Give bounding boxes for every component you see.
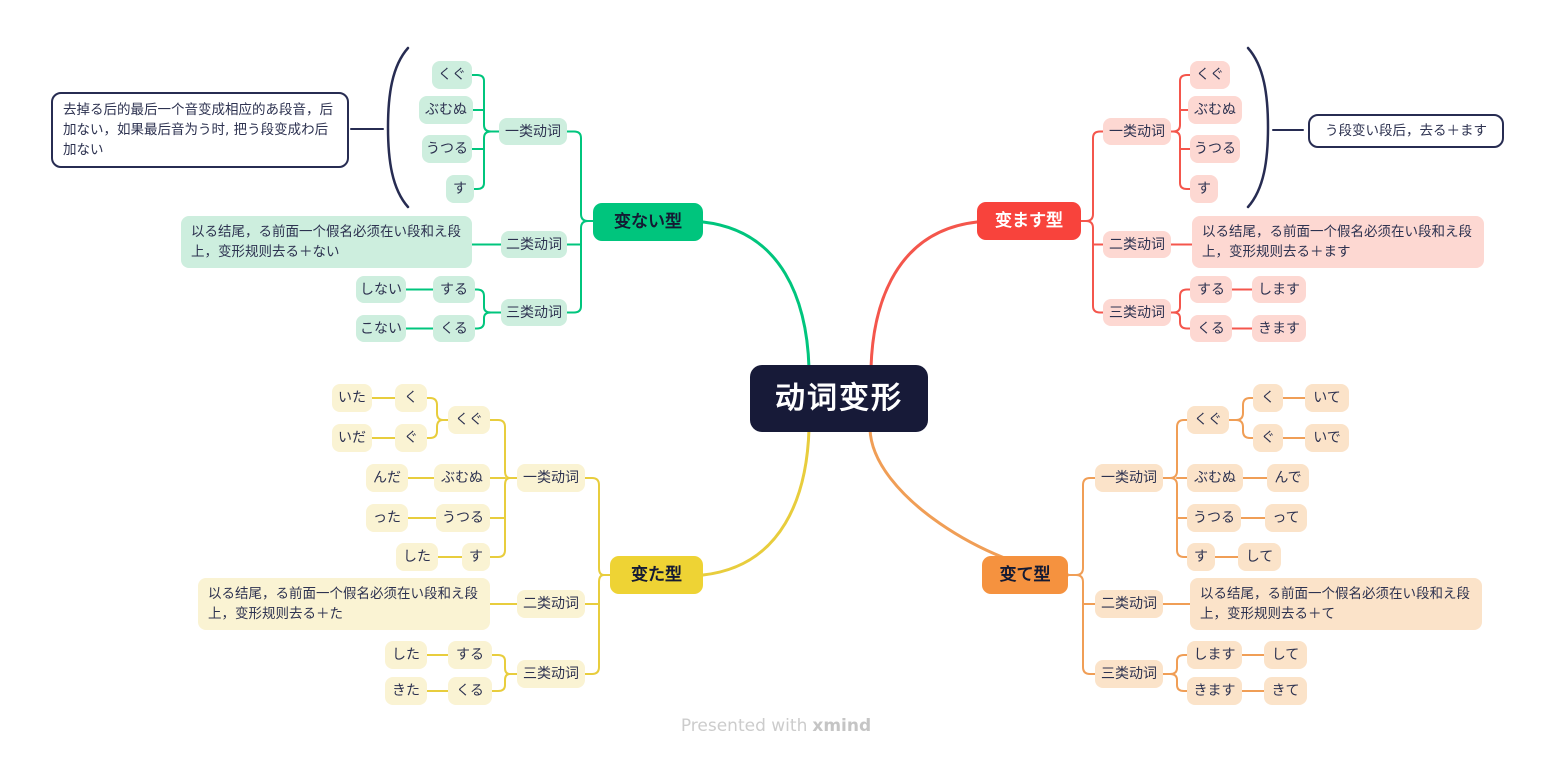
- topic-nai-suru[interactable]: する: [433, 276, 475, 303]
- topic-te-utsuru[interactable]: うつる: [1187, 504, 1241, 532]
- branch-ta-connectors: [371, 397, 811, 692]
- topic-te-kite[interactable]: きて: [1264, 677, 1307, 705]
- branch-nai-connectors: [405, 74, 811, 370]
- topic-ta-type2[interactable]: 二类动词: [517, 590, 585, 618]
- central-topic[interactable]: 动词变形: [750, 365, 928, 432]
- topic-te-kimasu[interactable]: きます: [1187, 677, 1242, 705]
- topic-nai-type1[interactable]: 一类动词: [499, 118, 567, 145]
- topic-ta-kugu[interactable]: くぐ: [448, 406, 490, 434]
- topic-masu-suru[interactable]: する: [1190, 276, 1232, 303]
- topic-nai-ending-kugu[interactable]: くぐ: [432, 61, 472, 89]
- topic-ta-ida[interactable]: いだ: [332, 424, 372, 452]
- topic-masu-ending-kugu[interactable]: くぐ: [1190, 61, 1230, 89]
- topic-ta-gu[interactable]: ぐ: [395, 424, 427, 452]
- topic-te-main[interactable]: 变て型: [982, 556, 1068, 594]
- topic-te-type2[interactable]: 二类动词: [1095, 590, 1163, 618]
- topic-te-ide[interactable]: いで: [1305, 424, 1349, 452]
- topic-masu-type3[interactable]: 三类动词: [1103, 299, 1171, 326]
- topic-ta-tta[interactable]: った: [366, 504, 408, 532]
- topic-nai-type2[interactable]: 二类动词: [501, 231, 567, 258]
- topic-ta-utsuru[interactable]: うつる: [436, 504, 490, 532]
- topic-ta-kita[interactable]: きた: [385, 677, 427, 705]
- topic-nai-main[interactable]: 变ない型: [593, 203, 703, 241]
- topic-te-type3[interactable]: 三类动词: [1095, 660, 1163, 688]
- topic-masu-shimasu[interactable]: します: [1252, 276, 1306, 303]
- topic-masu-kuru[interactable]: くる: [1190, 315, 1232, 342]
- rule-nai-type2[interactable]: 以る结尾，る前面一个假名必须在い段和え段上，变形规则去る＋ない: [181, 216, 472, 268]
- boundary-braces: [350, 46, 1304, 209]
- rule-masu-type2[interactable]: 以る结尾，る前面一个假名必须在い段和え段上，变形规则去る＋ます: [1192, 216, 1484, 268]
- watermark-text: Presented with: [680, 716, 808, 736]
- topic-ta-suru[interactable]: する: [448, 641, 492, 669]
- topic-masu-ending-utsuru[interactable]: うつる: [1190, 135, 1240, 163]
- topic-te-shimasu[interactable]: します: [1187, 641, 1242, 669]
- topic-te-kugu[interactable]: くぐ: [1187, 406, 1229, 434]
- topic-te-tte[interactable]: って: [1265, 504, 1307, 532]
- topic-ta-nda[interactable]: んだ: [366, 464, 408, 492]
- topic-masu-kimasu[interactable]: きます: [1252, 315, 1306, 342]
- topic-ta-shita[interactable]: した: [396, 543, 438, 571]
- topic-nai-ending-su[interactable]: す: [446, 175, 474, 203]
- topic-te-nde[interactable]: んで: [1267, 464, 1309, 492]
- topic-ta-bumunu[interactable]: ぶむぬ: [434, 464, 490, 492]
- watermark-brand: xmind: [812, 716, 872, 736]
- topic-te-bumunu[interactable]: ぶむぬ: [1187, 464, 1243, 492]
- brace-right-icon: [1246, 46, 1270, 209]
- topic-te-shite[interactable]: して: [1238, 543, 1281, 571]
- topic-masu-main[interactable]: 变ます型: [977, 202, 1081, 240]
- topic-te-gu[interactable]: ぐ: [1253, 424, 1283, 452]
- topic-ta-type1[interactable]: 一类动词: [517, 464, 585, 492]
- topic-nai-ending-utsuru[interactable]: うつる: [422, 135, 472, 163]
- branch-masu-connectors: [869, 74, 1253, 370]
- topic-ta-type3[interactable]: 三类动词: [517, 660, 585, 688]
- rule-ta-type2[interactable]: 以る结尾，る前面一个假名必须在い段和え段上，变形规则去る＋た: [198, 578, 490, 630]
- topic-ta-kuru[interactable]: くる: [448, 677, 492, 705]
- topic-te-su[interactable]: す: [1187, 543, 1215, 571]
- topic-te-shite2[interactable]: して: [1264, 641, 1307, 669]
- topic-masu-type1[interactable]: 一类动词: [1103, 118, 1171, 145]
- topic-nai-konai[interactable]: こない: [356, 315, 406, 342]
- note-nai-rule[interactable]: 去掉る后的最后一个音变成相应的あ段音，后加ない，如果最后音为う时, 把う段变成わ…: [51, 92, 349, 168]
- topic-ta-ku[interactable]: く: [395, 384, 427, 412]
- topic-ta-ita[interactable]: いた: [332, 384, 372, 412]
- topic-ta-su[interactable]: す: [462, 543, 490, 571]
- topic-masu-type2[interactable]: 二类动词: [1103, 231, 1171, 258]
- brace-left-icon: [386, 46, 410, 209]
- rule-te-type2[interactable]: 以る结尾，る前面一个假名必须在い段和え段上，变形规则去る＋て: [1190, 578, 1482, 630]
- topic-masu-ending-bumunu[interactable]: ぶむぬ: [1188, 96, 1242, 124]
- topic-te-ite[interactable]: いて: [1305, 384, 1349, 412]
- topic-masu-ending-su[interactable]: す: [1190, 175, 1218, 203]
- topic-nai-ending-bumunu[interactable]: ぶむぬ: [419, 96, 473, 124]
- topic-ta-main[interactable]: 变た型: [610, 556, 703, 594]
- topic-ta-shita2[interactable]: した: [385, 641, 427, 669]
- topic-nai-shinai[interactable]: しない: [356, 276, 406, 303]
- topic-te-type1[interactable]: 一类动词: [1095, 464, 1163, 492]
- topic-te-ku[interactable]: く: [1253, 384, 1283, 412]
- topic-nai-type3[interactable]: 三类动词: [501, 299, 567, 326]
- note-masu-rule[interactable]: う段变い段后，去る＋ます: [1308, 114, 1504, 148]
- topic-nai-kuru[interactable]: くる: [433, 315, 475, 342]
